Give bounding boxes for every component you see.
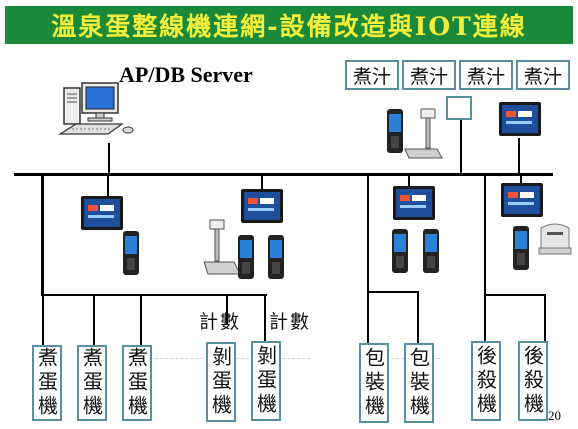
link-pack-2: [417, 291, 419, 343]
page-title: 溫泉蛋整線機連網-設備改造與IOT連線: [51, 12, 527, 41]
link-post-panel: [520, 174, 522, 190]
handheld-scanner-icon: [392, 229, 408, 273]
link-post-2: [544, 294, 546, 342]
packing-machine-box-2: 包裝機: [404, 343, 434, 423]
handheld-scanner-icon: [513, 226, 529, 270]
link-panel-top: [518, 138, 520, 174]
link-pack-panel: [408, 174, 410, 190]
sterilizer-box-2: 後殺機: [518, 341, 548, 421]
count-label-2: 計數: [269, 311, 312, 333]
platform-scale-icon: [404, 108, 443, 159]
link-post-branch: [484, 294, 546, 296]
guide-line-2: [360, 358, 440, 359]
handheld-scanner-icon: [387, 109, 403, 153]
sensor-box: [446, 96, 472, 120]
handheld-scanner-icon: [423, 229, 439, 273]
egg-cooker-box-3: 煮蛋機: [122, 345, 152, 421]
platform-scale-icon: [203, 219, 241, 275]
panel-pc-icon: [241, 189, 283, 223]
link-left-branch: [41, 294, 267, 296]
link-panel-1: [107, 174, 109, 198]
egg-peeler-box-2: 剝蛋機: [251, 341, 281, 421]
egg-peeler-box-1: 剝蛋機: [206, 342, 236, 422]
packing-machine-box-1: 包裝機: [359, 343, 389, 423]
panel-pc-icon: [501, 183, 543, 217]
link-box-3: [140, 294, 142, 346]
count-label-1: 計數: [199, 311, 242, 333]
broth-box-1: 煮汁: [345, 60, 399, 90]
link-pack-branch: [367, 291, 419, 293]
panel-pc-icon: [393, 186, 435, 220]
network-bus: [14, 173, 553, 176]
panel-pc-icon: [81, 196, 123, 230]
broth-box-4: 煮汁: [516, 60, 570, 90]
label-printer-icon: [538, 223, 572, 255]
link-count-1: [226, 294, 228, 324]
handheld-scanner-icon: [238, 235, 254, 279]
link-left-drop: [41, 174, 44, 296]
link-pack-1: [367, 291, 369, 343]
page-number: 20: [548, 408, 561, 423]
server-label: AP/DB Server: [119, 62, 253, 87]
link-panel-2: [261, 174, 263, 190]
link-scale-top: [460, 118, 462, 174]
egg-cooker-box-1: 煮蛋機: [32, 345, 62, 421]
broth-box-3: 煮汁: [459, 60, 513, 90]
egg-cooker-box-2: 煮蛋機: [77, 345, 107, 421]
link-box-2: [93, 294, 95, 346]
title-bar: 溫泉蛋整線機連網-設備改造與IOT連線: [5, 6, 573, 44]
broth-box-2: 煮汁: [402, 60, 456, 90]
link-pack-drop: [367, 174, 369, 292]
link-post-1: [484, 294, 486, 342]
link-count-2: [264, 294, 266, 342]
sterilizer-box-1: 後殺機: [471, 341, 501, 421]
handheld-scanner-icon: [123, 231, 139, 275]
handheld-scanner-icon: [268, 235, 284, 279]
panel-pc-icon: [499, 102, 541, 136]
link-box-1: [42, 294, 44, 346]
desktop-computer-icon: [58, 82, 134, 135]
link-post-drop: [484, 174, 486, 296]
server-link: [108, 143, 110, 174]
